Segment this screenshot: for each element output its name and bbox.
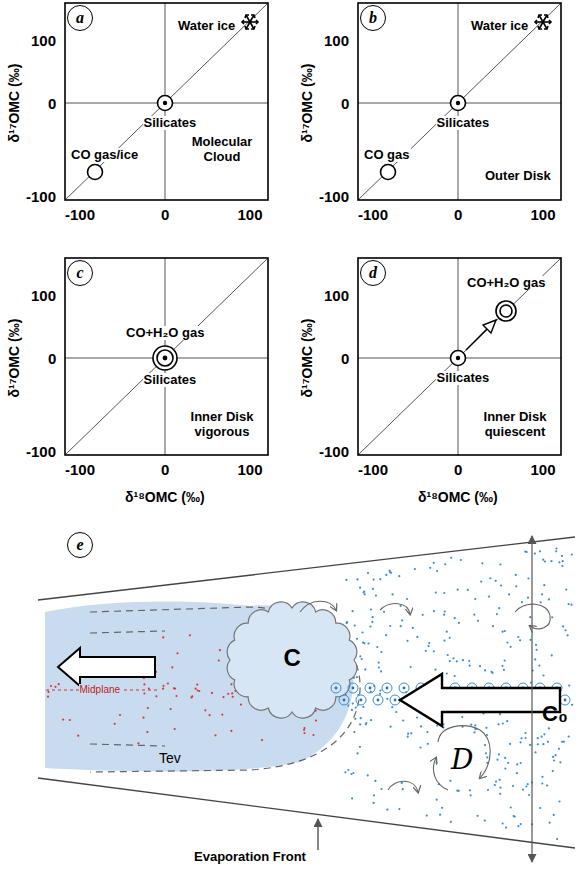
- panel-letter: d: [369, 265, 377, 281]
- axis-tick: -100: [25, 188, 57, 205]
- axis-tick: -100: [64, 461, 96, 478]
- midplane-label: Midplane: [79, 684, 122, 696]
- panel-letter-circle: c: [67, 260, 93, 286]
- axis-tick: 100: [530, 206, 557, 223]
- axis-tick: 0: [453, 461, 463, 478]
- axis-tick: -100: [25, 443, 57, 460]
- concentration-label: C: [283, 644, 302, 672]
- concentration-label: C₀: [541, 701, 569, 726]
- axis-tick: 0: [160, 206, 170, 223]
- axis-tick: 0: [453, 206, 463, 223]
- panel-caption: Molecular Cloud: [181, 135, 263, 165]
- panel-letter-circle: e: [67, 532, 93, 558]
- panel-letter: e: [76, 537, 83, 553]
- front-label: Evaporation Front: [193, 850, 307, 865]
- disk-illustration: [38, 536, 575, 862]
- component-label: Silicates: [143, 116, 198, 131]
- axis-title: δ¹⁷OMC (‰): [6, 63, 22, 144]
- axis-tick: 100: [30, 32, 57, 49]
- component-label: Silicates: [436, 116, 491, 131]
- panel-caption: Inner Disk vigorous: [182, 410, 262, 440]
- component-label: CO+H₂O gas: [466, 276, 546, 291]
- axis-tick: 0: [160, 461, 170, 478]
- component-label: Silicates: [143, 373, 198, 388]
- panel-caption: Inner Disk quiescent: [475, 410, 555, 440]
- axis-tick: 100: [530, 461, 557, 478]
- panel-c-plot: [65, 258, 268, 455]
- axis-tick: 100: [237, 461, 264, 478]
- component-label: Water ice: [177, 19, 236, 34]
- axis-tick: 100: [237, 206, 264, 223]
- axis-tick: -100: [357, 461, 389, 478]
- axis-tick: -100: [318, 188, 350, 205]
- axis-tick: 0: [47, 95, 57, 112]
- component-label: CO gas: [363, 148, 411, 163]
- panel-b-plot: [358, 3, 561, 200]
- axis-title: δ¹⁷OMC (‰): [6, 318, 22, 399]
- panel-d-plot: [358, 258, 561, 455]
- axis-tick: -100: [318, 443, 350, 460]
- axis-tick: -100: [64, 206, 96, 223]
- diffusion-label: D: [450, 744, 474, 776]
- panel-caption: Outer Disk: [484, 169, 552, 184]
- axis-tick: 100: [323, 287, 350, 304]
- panel-letter: a: [76, 10, 84, 26]
- axis-tick: 0: [340, 350, 350, 367]
- component-label: CO gas/ice: [70, 148, 139, 163]
- axis-title: δ¹⁷OMC (‰): [299, 63, 315, 144]
- panel-letter-circle: d: [360, 260, 386, 286]
- component-label: Silicates: [436, 371, 491, 386]
- axis-tick: 100: [30, 287, 57, 304]
- component-label: CO+H₂O gas: [125, 326, 205, 341]
- panel-letter-circle: a: [67, 5, 93, 31]
- axis-tick: -100: [357, 206, 389, 223]
- axis-tick: 0: [47, 350, 57, 367]
- panel-letter-circle: b: [360, 5, 386, 31]
- axis-tick: 100: [323, 32, 350, 49]
- axis-title: δ¹⁸OMC (‰): [124, 489, 206, 505]
- panel-a-plot: [65, 3, 268, 200]
- component-label: Water ice: [470, 19, 529, 34]
- axis-title: δ¹⁸OMC (‰): [417, 489, 499, 505]
- axis-tick: 0: [340, 95, 350, 112]
- temperature-label: Tev: [158, 750, 182, 766]
- axis-title: δ¹⁷OMC (‰): [299, 318, 315, 399]
- panel-letter: b: [369, 10, 377, 26]
- panel-letter: c: [76, 265, 83, 281]
